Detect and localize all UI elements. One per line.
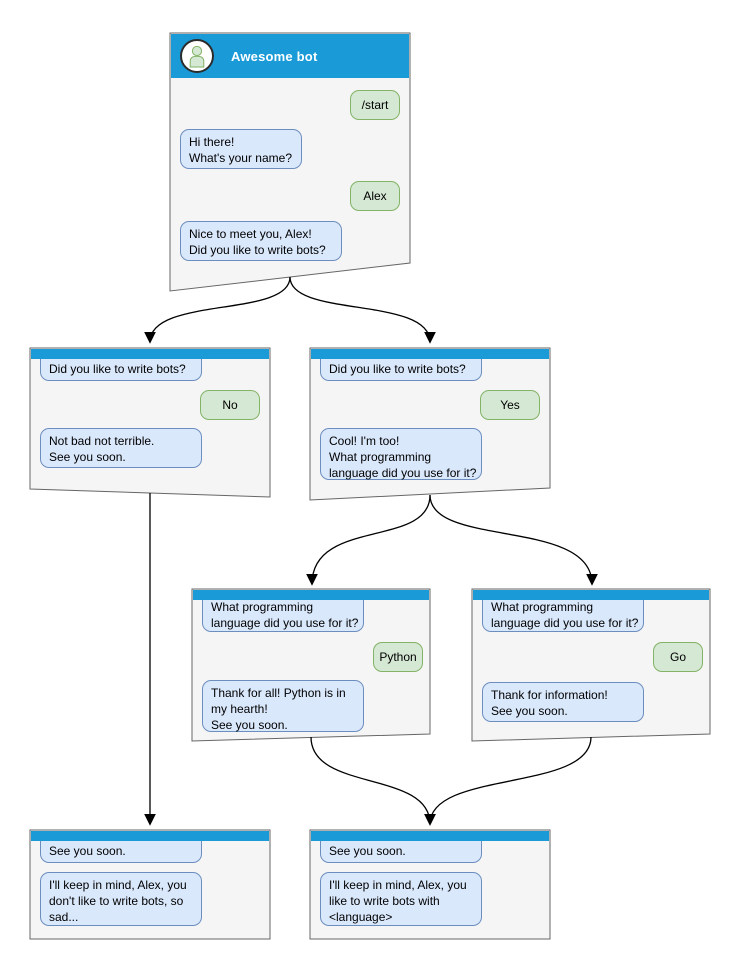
connector-bot-to-yes (289, 276, 436, 344)
bye-lang-window-reply: I'll keep in mind, Alex, you like to wri… (320, 872, 482, 926)
go-window-titlebar (473, 590, 709, 600)
user-message-name: Alex (350, 181, 400, 211)
connector-bot-to-no (144, 276, 291, 344)
yes-window-titlebar (311, 349, 549, 359)
no-window-reply: Not bad not terrible. See you soon. (40, 428, 202, 468)
person-icon (189, 45, 205, 67)
connector-yes-to-python (306, 494, 431, 586)
bot-message-ask-bots: Nice to meet you, Alex! Did you like to … (180, 221, 342, 261)
connector-python-to-bye-lang (310, 736, 436, 826)
connector-go-to-bye-lang (424, 736, 592, 826)
connector-yes-to-go (429, 494, 598, 586)
python-window-answer: Python (373, 642, 423, 672)
user-message-start: /start (350, 90, 400, 120)
bye-lang-window-titlebar (311, 831, 549, 841)
yes-window-answer: Yes (480, 390, 540, 420)
no-window-answer: No (200, 390, 260, 420)
bye-sad-window-titlebar (31, 831, 269, 841)
bot-window-title: Awesome bot (231, 48, 318, 64)
go-window-reply: Thank for information! See you soon. (482, 682, 644, 722)
python-window-reply: Thank for all! Python is in my hearth! S… (202, 680, 364, 732)
avatar (180, 39, 214, 73)
bot-window-titlebar: Awesome bot (171, 34, 409, 78)
bot-message-greeting: Hi there! What's your name? (180, 129, 302, 169)
python-window-titlebar (193, 590, 429, 600)
no-window-titlebar (31, 349, 269, 359)
yes-window-reply: Cool! I'm too! What programming language… (320, 428, 482, 480)
go-window-answer: Go (653, 642, 703, 672)
bye-sad-window-reply: I'll keep in mind, Alex, you don't like … (40, 872, 202, 926)
